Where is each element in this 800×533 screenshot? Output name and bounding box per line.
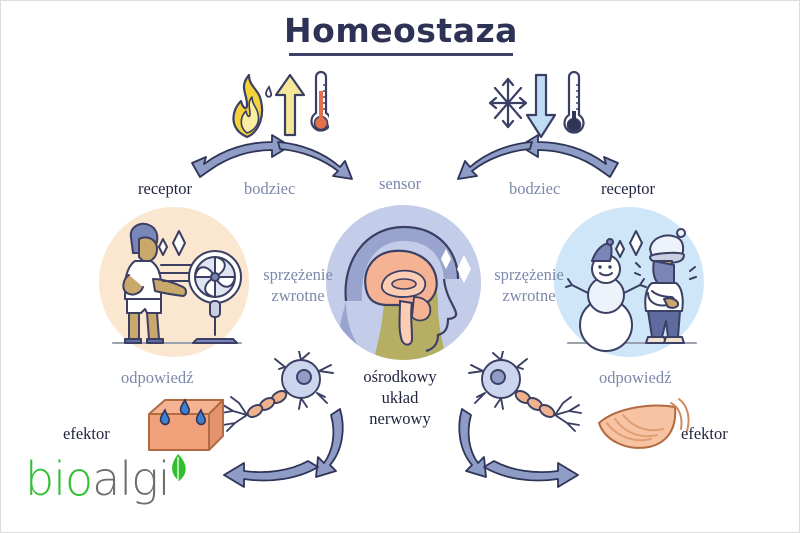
label-receptor-left: receptor [138, 179, 193, 198]
label-feedback-right-line2: zwrotne [502, 285, 556, 305]
label-odpowiedz-left: odpowiedź [121, 368, 194, 387]
label-feedback-left-line1: sprzężenie [263, 265, 333, 284]
label-bodziec-left: bodziec [244, 179, 296, 198]
head-brain-illustration [326, 205, 481, 360]
response-arrow-right [458, 408, 579, 488]
label-feedback-left-line2: zwrotne [271, 285, 325, 305]
label-cns-line1: ośrodkowy [363, 367, 437, 386]
page-title: Homeostaza [284, 11, 518, 50]
down-arrow-icon [525, 73, 557, 139]
title-underline [289, 53, 513, 56]
label-feedback-right: sprzężenie zwrotne [484, 265, 574, 307]
label-bodziec-right: bodziec [509, 179, 561, 198]
neuron-icon-right [468, 351, 582, 432]
label-sensor: sensor [379, 174, 422, 193]
label-cns-line3: nerwowy [369, 408, 431, 428]
cold-stimulus-icon-group [488, 71, 585, 139]
label-central-nervous-system: ośrodkowy układ nerwowy [344, 367, 456, 429]
response-arrow-left [223, 408, 344, 488]
person-with-fan-illustration [112, 222, 242, 344]
sweat-gland-skin-icon [148, 398, 224, 451]
stimulus-arrow-left [191, 134, 353, 180]
label-feedback-left: sprzężenie zwrotne [253, 265, 343, 307]
stimulus-arrow-right [457, 134, 619, 180]
label-efektor-right: efektor [681, 424, 728, 443]
leaf-icon [172, 454, 186, 481]
thermometer-hot-icon [310, 70, 329, 132]
neuron-icon-left [220, 351, 334, 432]
snowman-and-bundled-person-illustration [565, 228, 697, 352]
flame-icon [232, 73, 273, 139]
hot-stimulus-icon-group [232, 70, 329, 139]
label-receptor-right: receptor [601, 179, 656, 198]
logo-text-algi: algi [92, 452, 170, 506]
up-arrow-icon [274, 73, 306, 137]
muscle-shivering-icon [598, 398, 690, 449]
bioalgi-logo[interactable]: bioalgi [25, 456, 170, 502]
label-efektor-left: efektor [63, 424, 110, 443]
label-odpowiedz-right: odpowiedź [599, 368, 672, 387]
thermometer-cold-icon [563, 71, 585, 134]
logo-text-bio: bio [25, 452, 93, 506]
label-feedback-right-line1: sprzężenie [494, 265, 564, 284]
snowflake-icon [488, 77, 528, 129]
label-cns-line2: układ [381, 387, 419, 407]
